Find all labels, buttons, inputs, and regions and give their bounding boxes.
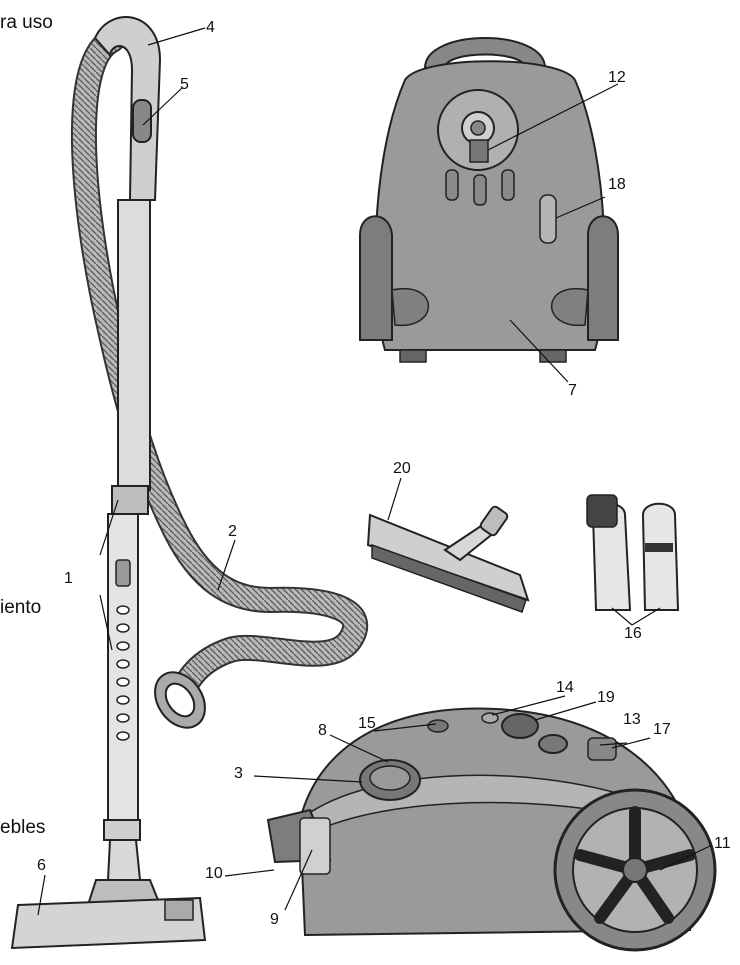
callout-13: 13 bbox=[623, 711, 641, 728]
callout-20: 20 bbox=[393, 460, 411, 477]
hose-assembly bbox=[71, 27, 369, 729]
vacuum-main-unit bbox=[266, 707, 717, 952]
callout-7: 7 bbox=[568, 382, 577, 399]
cord-rewind bbox=[538, 734, 568, 754]
adjustment-holes bbox=[116, 605, 130, 741]
switch-button bbox=[481, 712, 499, 724]
callout-3: 3 bbox=[234, 765, 243, 782]
edge-text-mid-left: iento bbox=[0, 597, 42, 618]
accessory-nozzles bbox=[586, 494, 680, 611]
callout-6: 6 bbox=[37, 857, 46, 874]
upper-tube bbox=[117, 199, 151, 491]
callout-18: 18 bbox=[608, 176, 626, 193]
callout-10: 10 bbox=[205, 865, 223, 882]
callout-2: 2 bbox=[228, 523, 237, 540]
callout-16: 16 bbox=[624, 625, 642, 642]
edge-text-top-left: ra uso bbox=[0, 12, 53, 33]
callout-15: 15 bbox=[358, 715, 376, 732]
floor-nozzle bbox=[10, 879, 207, 950]
suction-slider bbox=[132, 99, 152, 143]
vacuum-back-view bbox=[359, 37, 619, 363]
callout-19: 19 bbox=[597, 689, 615, 706]
power-dial bbox=[501, 713, 539, 739]
callout-14: 14 bbox=[556, 679, 574, 696]
callout-9: 9 bbox=[270, 911, 279, 928]
handle-and-tube bbox=[93, 16, 162, 881]
edge-text-bottom-left: ebles bbox=[0, 817, 46, 838]
bag-indicator bbox=[427, 719, 449, 733]
callout-8: 8 bbox=[318, 722, 327, 739]
cord-storage bbox=[587, 737, 617, 761]
hose-connector bbox=[154, 671, 206, 729]
tube-parking-slot bbox=[539, 194, 557, 244]
callout-17: 17 bbox=[653, 721, 671, 738]
leader-lines bbox=[37, 27, 713, 916]
handle bbox=[93, 16, 162, 201]
callout-5: 5 bbox=[180, 76, 189, 93]
callout-11: 11 bbox=[714, 835, 731, 852]
callout-12: 12 bbox=[608, 69, 626, 86]
callout-4: 4 bbox=[206, 19, 215, 36]
parquet-brush bbox=[366, 505, 530, 613]
callout-1: 1 bbox=[64, 570, 73, 587]
